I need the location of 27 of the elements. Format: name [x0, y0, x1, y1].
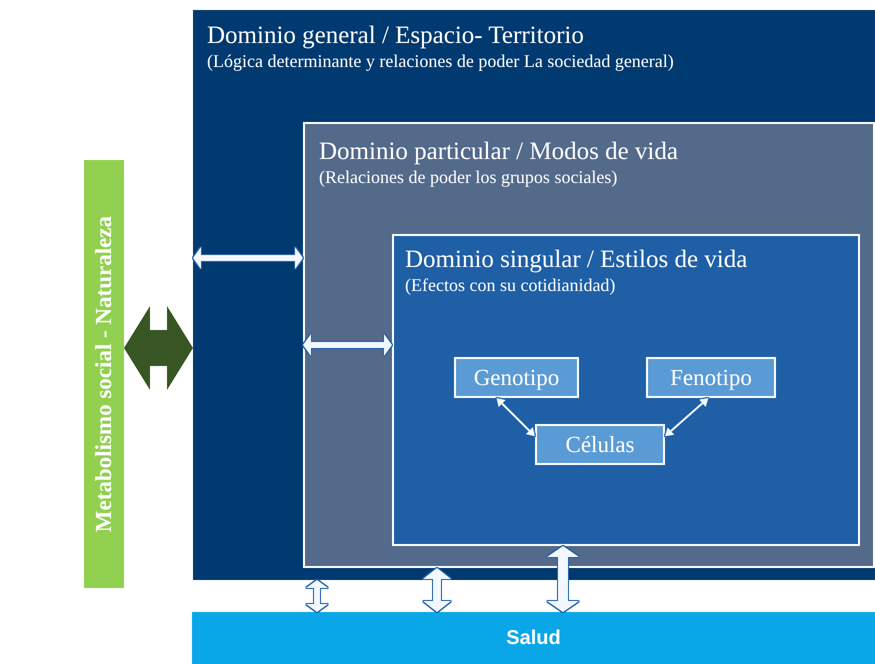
vertical-band: [84, 160, 124, 588]
panel-title: Dominio particular / Modos de vida: [319, 138, 678, 166]
panel-title: Dominio general / Espacio- Territorio: [207, 22, 584, 50]
domain-panel: [392, 234, 860, 546]
process-box: [646, 357, 776, 398]
panel-subtitle: (Relaciones de poder los grupos sociales): [319, 168, 618, 188]
double-arrow: [423, 568, 451, 612]
box-label: Fenotipo: [670, 364, 752, 390]
double-arrow: [496, 398, 535, 436]
double-arrow: [306, 580, 328, 612]
domain-panel: [193, 10, 875, 580]
double-arrow: [193, 247, 303, 269]
box-label: Genotipo: [474, 364, 560, 390]
panel-subtitle: (Efectos con su cotidianidad): [405, 276, 616, 296]
double-arrow: [665, 398, 708, 436]
panel-subtitle: (Lógica determinante y relaciones de poder La sociedad general): [207, 52, 674, 72]
process-box: [454, 357, 579, 398]
process-box: [535, 424, 665, 465]
box-label: Células: [566, 432, 634, 458]
bar-label: Salud: [506, 626, 561, 650]
double-arrow: [547, 546, 579, 612]
double-arrow: [303, 334, 392, 356]
panel-title: Dominio singular / Estilos de vida: [405, 246, 748, 274]
band-label: Metabolismo social - Naturaleza: [91, 216, 117, 532]
double-arrow: [124, 306, 193, 390]
domain-panel: [303, 122, 875, 568]
outcome-bar: [192, 612, 875, 664]
